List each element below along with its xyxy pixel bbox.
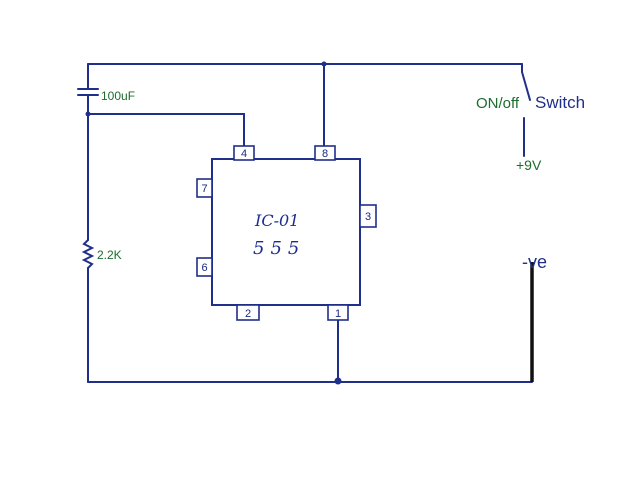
pin-3-label: 3 <box>365 211 371 223</box>
switch-state-label: ON/off <box>476 95 520 112</box>
pin-1: 1 <box>327 304 349 321</box>
negative-supply-label: -ve <box>522 252 547 272</box>
ic-part-number: 555 <box>253 238 305 259</box>
resistor <box>81 239 95 269</box>
switch-lever <box>521 63 531 101</box>
capacitor-label: 100uF <box>101 89 135 103</box>
pin-7: 7 <box>196 178 213 198</box>
resistor-label: 2.2K <box>97 248 122 262</box>
ic-name: IC-01 <box>254 211 299 230</box>
pin-3: 3 <box>359 204 377 228</box>
pin-2-label: 2 <box>245 308 251 320</box>
pin-4: 4 <box>233 145 255 161</box>
positive-supply-label: +9V <box>516 157 542 173</box>
pin-7-label: 7 <box>201 183 207 195</box>
ic-body <box>211 158 361 306</box>
wire-to-pin4 <box>87 113 245 147</box>
pin-1-label: 1 <box>335 308 341 320</box>
pin-6-label: 6 <box>201 262 207 274</box>
switch-label: Switch <box>535 93 585 112</box>
pin-6: 6 <box>196 257 213 277</box>
pin-8: 8 <box>314 145 336 161</box>
pin-8-label: 8 <box>322 148 328 160</box>
pin-4-label: 4 <box>241 148 247 160</box>
pin-2: 2 <box>236 304 260 321</box>
